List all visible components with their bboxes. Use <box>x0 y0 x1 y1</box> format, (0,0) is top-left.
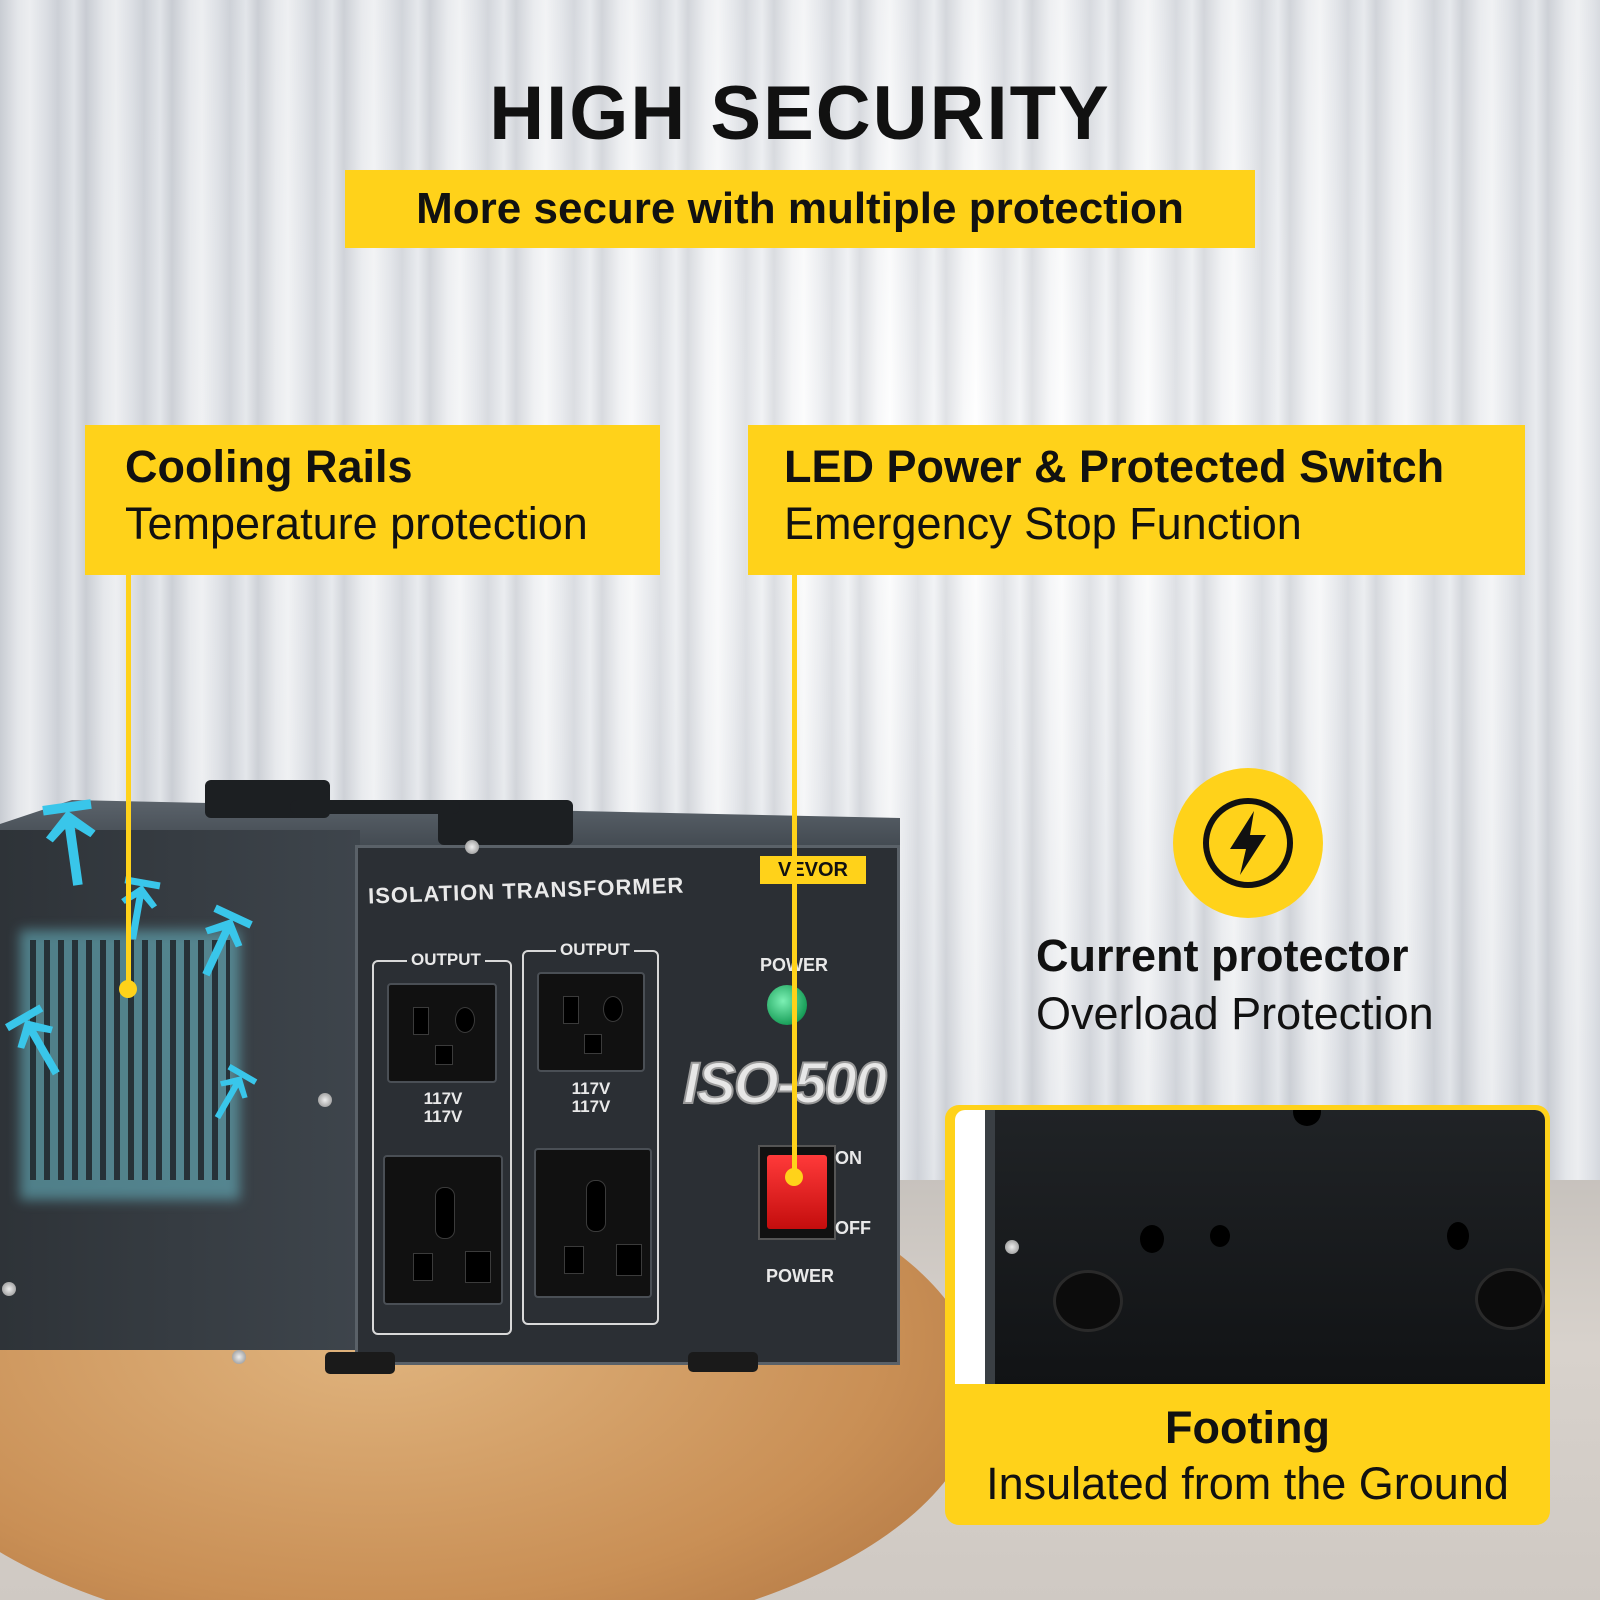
output-label: OUTPUT <box>556 940 634 960</box>
cooling-pointer-dot <box>119 980 137 998</box>
us-socket <box>537 972 645 1072</box>
cooling-rails-callout: Cooling Rails Temperature protection <box>85 425 660 575</box>
off-label: OFF <box>835 1218 871 1238</box>
voltage-label: 117V <box>423 1107 463 1126</box>
callout-subtitle: Emergency Stop Function <box>784 498 1302 549</box>
universal-socket <box>383 1155 503 1305</box>
footing-subtitle: Insulated from the Ground <box>986 1458 1509 1509</box>
footing-closeup-photo <box>955 1110 1545 1384</box>
led-switch-callout: LED Power & Protected Switch Emergency S… <box>748 425 1525 575</box>
callout-title: LED Power & Protected Switch <box>784 441 1445 492</box>
voltage-label: 117V <box>423 1089 463 1108</box>
page-title: HIGH SECURITY <box>489 71 1111 156</box>
lightning-bolt-icon <box>1203 798 1293 888</box>
power-led <box>767 985 807 1025</box>
screw <box>465 840 479 854</box>
power-switch <box>758 1145 836 1240</box>
screw <box>2 1282 16 1296</box>
current-protector-badge <box>1173 768 1323 918</box>
brand-logo: VEVOR <box>760 856 866 884</box>
footing-title: Footing <box>1165 1402 1330 1453</box>
callout-subtitle: Temperature protection <box>125 498 588 549</box>
screw <box>318 1093 332 1107</box>
voltage-label: 117V <box>571 1097 611 1116</box>
rubber-foot <box>325 1352 395 1374</box>
output-label: OUTPUT <box>407 950 485 970</box>
cooling-pointer-line <box>126 575 131 985</box>
on-label: ON <box>835 1148 862 1168</box>
voltage-label: 117V <box>571 1079 611 1098</box>
screw <box>232 1350 246 1364</box>
callout-title: Cooling Rails <box>125 441 413 492</box>
switch-pointer-line <box>792 575 797 1175</box>
current-protector-subtitle: Overload Protection <box>1036 988 1434 1039</box>
power-switch-label: POWER <box>766 1266 835 1286</box>
subtitle-banner: More secure with multiple protection <box>345 170 1255 248</box>
model-number: ISO-500 <box>682 1050 888 1117</box>
rubber-foot <box>688 1352 758 1372</box>
handle-right <box>438 800 573 845</box>
universal-socket <box>534 1148 652 1298</box>
us-socket <box>387 983 497 1083</box>
switch-pointer-dot <box>785 1168 803 1186</box>
current-protector-title: Current protector <box>1036 930 1409 981</box>
handle-bar <box>290 800 460 814</box>
